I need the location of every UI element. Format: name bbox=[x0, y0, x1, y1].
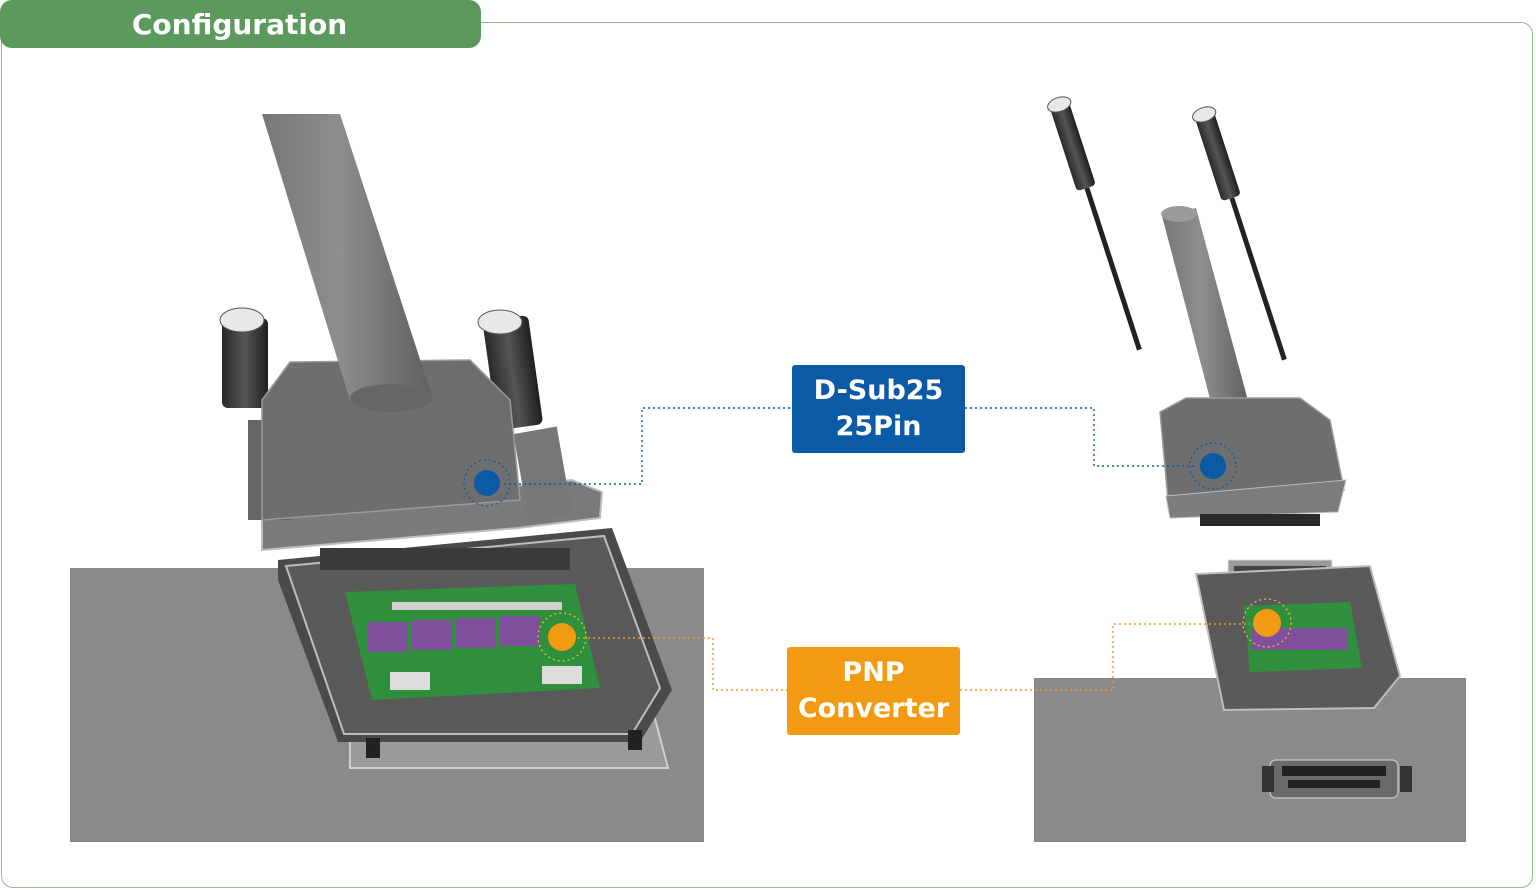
section-title: Configuration bbox=[0, 0, 481, 48]
pnp-marker-left bbox=[548, 623, 576, 651]
assembled-connector bbox=[70, 114, 704, 842]
pnp-marker-right bbox=[1253, 609, 1281, 637]
pnp-converter-callout: PNP Converter bbox=[787, 647, 960, 735]
marker-dots bbox=[463, 442, 1292, 662]
dsub25-callout-line1: D-Sub25 bbox=[813, 375, 944, 406]
dsub-marker-left bbox=[474, 470, 500, 496]
cable-left bbox=[262, 114, 432, 400]
dsub-marker-right bbox=[1200, 453, 1226, 479]
dsub25-callout-line2: 25Pin bbox=[835, 411, 922, 442]
leader-lines bbox=[504, 407, 1250, 691]
dsub25-callout: D-Sub25 25Pin bbox=[792, 365, 965, 453]
exploded-connector bbox=[1034, 96, 1466, 842]
section-title-text: Configuration bbox=[131, 7, 348, 41]
diagram-frame bbox=[1, 22, 1533, 888]
dsub-hood-left bbox=[261, 359, 521, 521]
cable-right bbox=[1162, 208, 1250, 414]
pnp-callout-line2: Converter bbox=[797, 693, 950, 724]
mounting-panel-right bbox=[1034, 678, 1466, 842]
pnp-callout-line1: PNP bbox=[842, 657, 905, 688]
